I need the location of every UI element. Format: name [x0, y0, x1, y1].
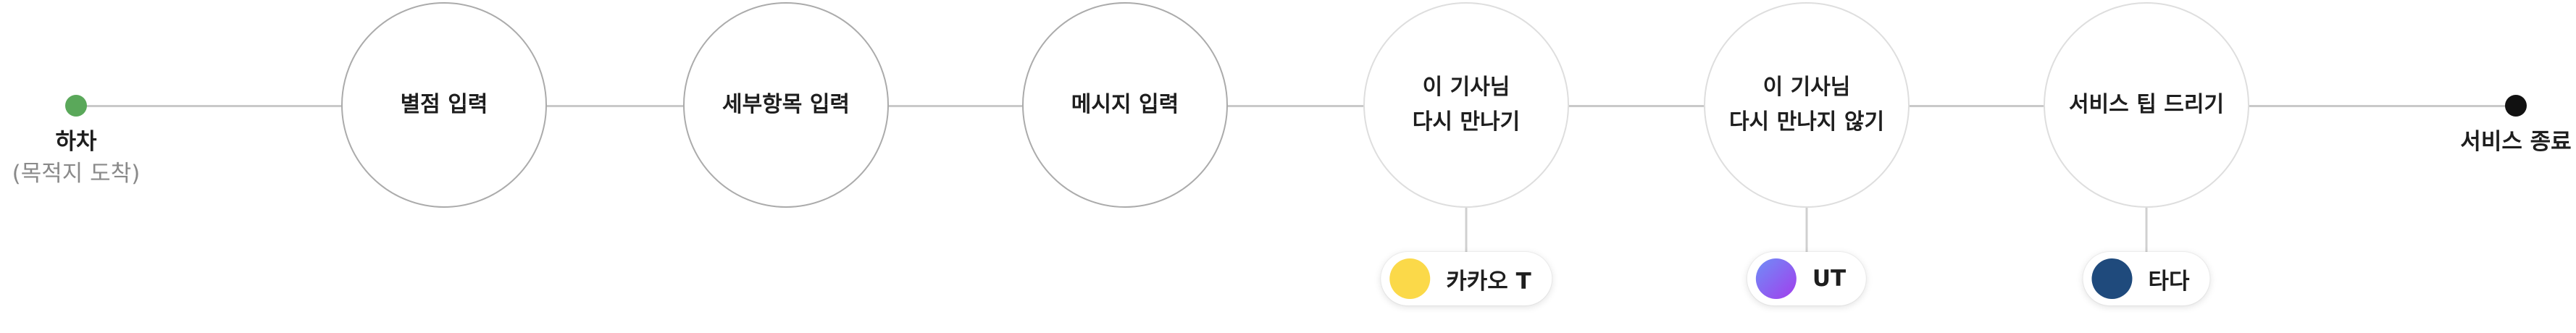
- service-tag-kakao-t: 카카오 T: [1381, 252, 1552, 305]
- tada-icon: [2091, 258, 2133, 299]
- step-rating-input: 별점 입력: [341, 2, 547, 208]
- end-dot: [2505, 95, 2527, 117]
- step-label-line1: 이 기사님: [1422, 75, 1510, 100]
- connector-stem: [1465, 208, 1468, 253]
- start-label: 하차 (목적지 도착): [12, 126, 141, 190]
- step-meet-driver-again: 이 기사님 다시 만나기: [1363, 2, 1569, 208]
- connector-stem: [2145, 208, 2148, 253]
- start-subtitle: (목적지 도착): [12, 161, 141, 187]
- step-detail-input: 세부항목 입력: [683, 2, 889, 208]
- service-tag-ut: UT: [1747, 252, 1867, 305]
- service-name: UT: [1812, 266, 1847, 292]
- flow-line: [76, 105, 2516, 107]
- ut-icon: [1755, 258, 1797, 299]
- step-not-meet-driver-again: 이 기사님 다시 만나지 않기: [1704, 2, 1910, 208]
- step-label: 세부항목 입력: [722, 92, 850, 117]
- kakao-t-icon: [1389, 258, 1431, 299]
- step-label: 메시지 입력: [1071, 92, 1179, 117]
- step-message-input: 메시지 입력: [1022, 2, 1228, 208]
- service-name: 타다: [2148, 268, 2190, 295]
- step-label-line2: 다시 만나기: [1412, 109, 1521, 135]
- step-label-line2: 다시 만나지 않기: [1728, 109, 1885, 135]
- service-name: 카카오 T: [1446, 268, 1531, 295]
- connector-stem: [1805, 208, 1808, 253]
- step-label: 서비스 팁 드리기: [2068, 92, 2225, 117]
- end-label: 서비스 종료: [2460, 126, 2571, 158]
- step-label: 별점 입력: [400, 92, 488, 117]
- start-dot: [65, 95, 87, 117]
- end-title: 서비스 종료: [2460, 129, 2572, 155]
- start-title: 하차: [55, 129, 97, 155]
- step-label-line1: 이 기사님: [1762, 75, 1851, 100]
- step-give-service-tip: 서비스 팁 드리기: [2044, 2, 2249, 208]
- service-tag-tada: 타다: [2083, 252, 2210, 305]
